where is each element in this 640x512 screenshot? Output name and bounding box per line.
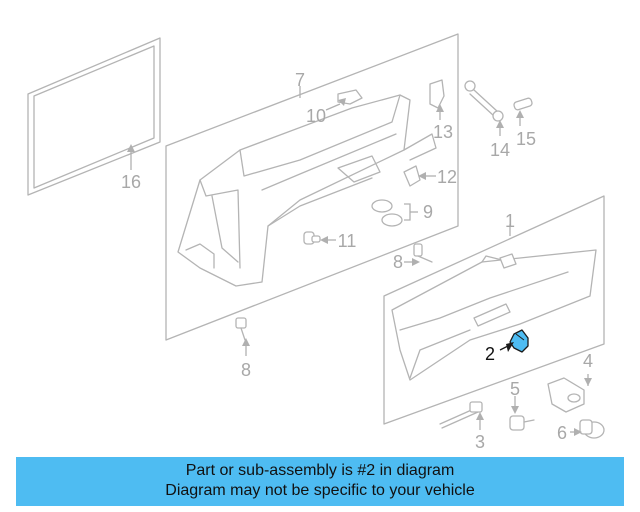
callout-6: 6: [557, 423, 567, 443]
callout-11: 11: [338, 231, 357, 251]
part-12-clip: [403, 165, 436, 187]
part-1-door: [383, 195, 605, 425]
parts-diagram: 1 2 3 4 5 6 7 8 8 9 10 11 12 13 14 15 16: [27, 33, 605, 452]
part-8-bolt-lower: [235, 317, 250, 356]
callout-8-upper: 8: [393, 252, 403, 272]
part-4-hinge: [547, 374, 592, 413]
info-banner: Part or sub-assembly is #2 in diagram Di…: [16, 457, 624, 506]
part-13-bracket: [429, 79, 445, 120]
part-9-rings: [371, 199, 418, 227]
banner-line-2: Diagram may not be specific to your vehi…: [165, 482, 475, 499]
callout-2: 2: [485, 344, 495, 364]
part-11-bumper: [303, 231, 336, 245]
callout-12: 12: [437, 167, 457, 187]
part-7-housing: [165, 33, 459, 341]
callout-15: 15: [516, 129, 536, 149]
callout-9: 9: [423, 202, 433, 222]
callout-7: 7: [295, 70, 305, 90]
part-6-cap: [570, 419, 605, 439]
callout-5: 5: [510, 379, 520, 399]
callout-8-lower: 8: [241, 360, 251, 380]
callout-3: 3: [475, 432, 485, 452]
part-5-bolt: [509, 396, 535, 431]
callout-13: 13: [433, 122, 453, 142]
part-2-highlighted: [499, 329, 529, 353]
callout-14: 14: [490, 140, 510, 160]
part-16-panel: [27, 37, 161, 196]
part-15-pin: [513, 97, 533, 126]
callout-1: 1: [505, 211, 515, 231]
callout-4: 4: [583, 351, 593, 371]
part-8-bolt-upper: [404, 243, 433, 266]
part-3-screw: [439, 401, 484, 430]
part-14-damper: [464, 80, 504, 136]
callout-10: 10: [306, 106, 326, 126]
part-10-clip: [325, 89, 363, 111]
callout-16: 16: [121, 172, 141, 192]
banner-line-1: Part or sub-assembly is #2 in diagram: [185, 462, 455, 479]
